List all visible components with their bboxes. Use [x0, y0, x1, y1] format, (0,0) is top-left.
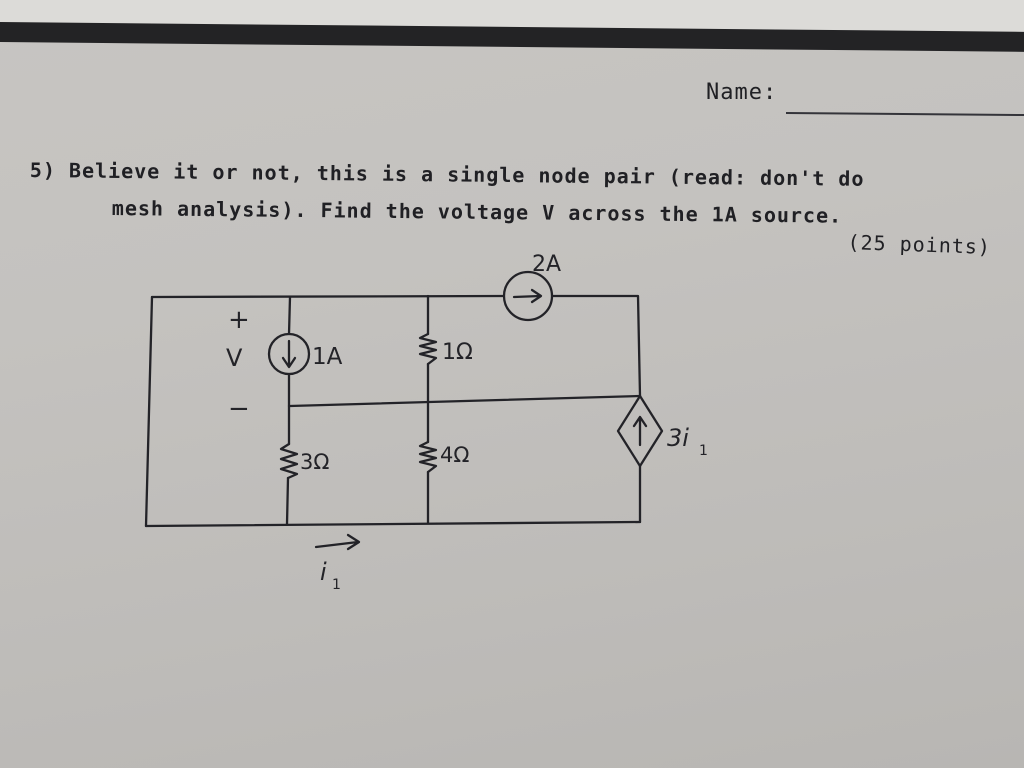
resistor-3ohm-symbol	[279, 442, 299, 480]
wire-top-right	[551, 294, 642, 398]
label-current-i: i	[320, 558, 327, 586]
wire-middle	[288, 394, 642, 408]
arrow-up-icon	[632, 415, 648, 447]
label-dependent-source-subscript: 1	[699, 443, 708, 459]
arrow-right-icon	[512, 288, 543, 304]
label-resistor-1ohm: 1Ω	[442, 340, 473, 365]
label-voltage-plus: +	[228, 305, 250, 335]
arrow-down-icon	[281, 339, 297, 369]
label-resistor-3ohm: 3Ω	[300, 450, 329, 474]
current-arrow-icon	[314, 533, 361, 551]
label-voltage-minus: −	[228, 394, 250, 424]
wire-left	[144, 295, 154, 528]
wire-bottom	[144, 520, 642, 528]
label-source-2a: 2A	[532, 252, 561, 277]
label-source-1a: 1A	[312, 344, 343, 370]
label-voltage-v: V	[226, 344, 243, 372]
source-1a-symbol	[267, 332, 311, 376]
source-2a-symbol	[502, 270, 554, 322]
name-label: Name:	[706, 80, 778, 105]
label-dependent-source: 3i	[667, 424, 689, 452]
wire-branch-left-upper	[287, 295, 292, 336]
wire-branch-left-bottom	[285, 476, 290, 526]
wire-top-left	[150, 294, 505, 299]
dependent-source-symbol	[616, 394, 664, 468]
resistor-1ohm-symbol	[418, 332, 438, 366]
label-current-subscript: 1	[332, 577, 341, 593]
label-resistor-4ohm: 4Ω	[440, 443, 469, 467]
resistor-4ohm-symbol	[418, 440, 438, 474]
